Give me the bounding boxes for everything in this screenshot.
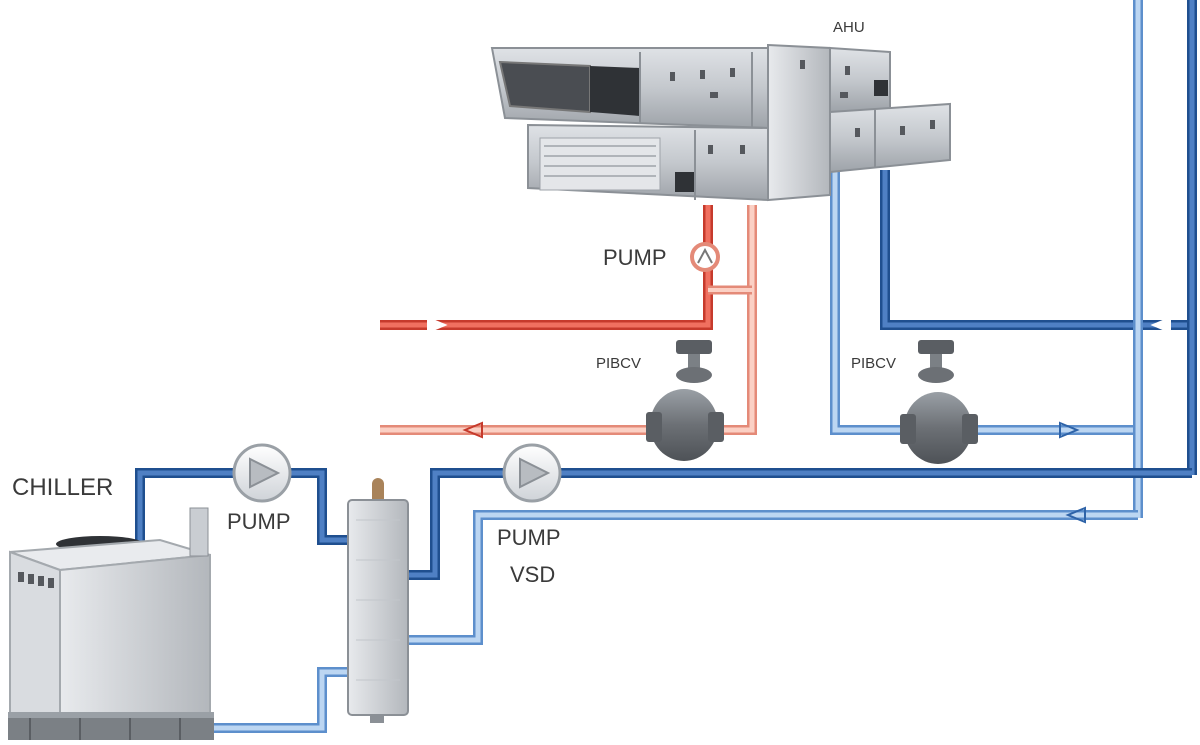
chiller-label: CHILLER — [12, 474, 113, 501]
flow-arrow-icon — [1059, 421, 1080, 439]
valve-icon — [904, 392, 972, 464]
pump-icon — [502, 443, 562, 503]
pipe-network — [135, 0, 1197, 733]
pump-icon — [232, 443, 292, 503]
pibcv-valve-left — [646, 340, 724, 461]
primary-return-pipe — [190, 667, 350, 733]
flow-arrow-icon — [427, 316, 448, 334]
ahu-label: AHU — [833, 19, 865, 36]
flow-arrow-icon — [462, 421, 483, 439]
flow-arrows — [427, 316, 1171, 524]
pibcv-valve-right — [900, 340, 978, 464]
pump-vsd-label-line1: PUMP — [497, 525, 561, 550]
valve-icon — [650, 389, 718, 461]
pump-ahu-label: PUMP — [603, 245, 667, 270]
flow-arrow-icon — [1150, 316, 1171, 334]
cold-supply-pipe-ahu — [880, 170, 1192, 330]
pump-vsd-label-line2: VSD — [510, 562, 555, 587]
air-handling-unit — [490, 43, 951, 202]
pump-chiller-label: PUMP — [227, 509, 291, 534]
pibcv-right-label: PIBCV — [851, 355, 896, 372]
pump-icon — [690, 242, 720, 272]
actuator-icon — [676, 340, 712, 354]
flow-arrow-icon — [1065, 506, 1086, 524]
pibcv-left-label: PIBCV — [596, 355, 641, 372]
hydraulic-separator — [347, 478, 409, 723]
chiller-unit — [8, 507, 214, 740]
actuator-icon — [918, 340, 954, 354]
